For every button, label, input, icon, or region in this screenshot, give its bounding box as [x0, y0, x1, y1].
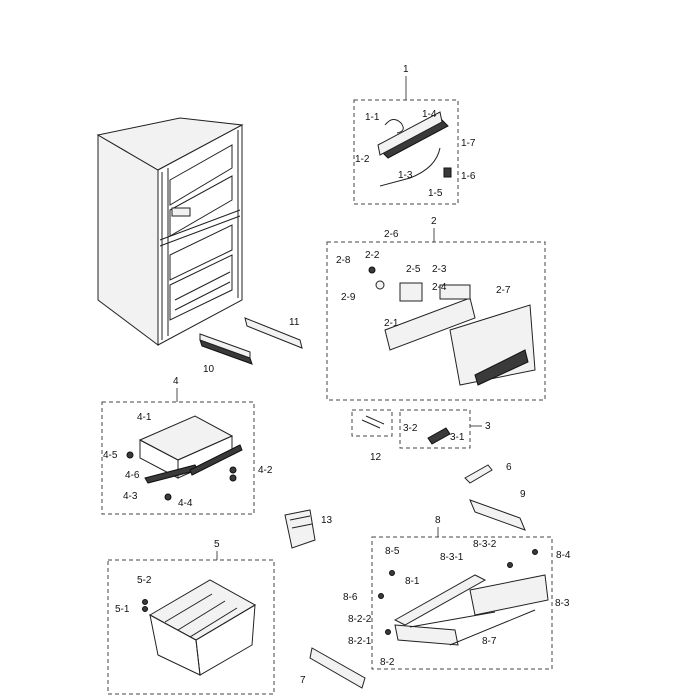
group-5-box — [107, 559, 275, 695]
callout-g7: 7 — [300, 675, 306, 686]
assembly-group-8: 8 8-3-2 8-3-1 8-4 8-5 8-1 8-6 8-3 8-2-2 … — [343, 515, 571, 670]
callout-p8-7: 8-7 — [482, 636, 497, 647]
callout-p4-2: 4-2 — [258, 465, 273, 476]
callout-p8-1: 8-1 — [405, 576, 420, 587]
assembly-group-3: 3-2 3-1 3 — [399, 409, 491, 449]
group-2-box — [326, 241, 546, 401]
callout-p2-8: 2-8 — [336, 255, 351, 266]
part-7: 7 — [300, 647, 366, 689]
callout-p8-2: 8-2 — [380, 657, 395, 668]
refrigerator-cabinet — [96, 117, 244, 346]
callout-p8-2-2: 8-2-2 — [348, 614, 372, 625]
callout-g13: 13 — [321, 515, 333, 526]
group-1-box — [353, 99, 459, 205]
callout-p4-5: 4-5 — [103, 450, 118, 461]
callout-p4-6: 4-6 — [125, 470, 140, 481]
callout-p1-6: 1-6 — [461, 171, 476, 182]
callout-p8-4: 8-4 — [556, 550, 571, 561]
callout-p8-3: 8-3 — [555, 598, 570, 609]
callout-p1-2: 1-2 — [355, 154, 370, 165]
callout-p8-3-2: 8-3-2 — [473, 539, 497, 550]
callout-g10: 10 — [203, 364, 215, 375]
group-8-box — [371, 536, 553, 670]
callout-p2-1: 2-1 — [384, 318, 399, 329]
callout-p4-1: 4-1 — [137, 412, 152, 423]
callout-p5-2: 5-2 — [137, 575, 152, 586]
callout-p4-3: 4-3 — [123, 491, 138, 502]
callout-g4: 4 — [173, 376, 179, 387]
assembly-group-5: 5 5-2 5-1 — [107, 539, 275, 695]
callout-p2-5: 2-5 — [406, 264, 421, 275]
part-12: 12 — [351, 409, 393, 463]
callout-p2-2: 2-2 — [365, 250, 380, 261]
callout-g12: 12 — [370, 452, 382, 463]
callout-p1-4: 1-4 — [422, 109, 437, 120]
callout-p2-3: 2-3 — [432, 264, 447, 275]
callout-p2-4: 2-4 — [432, 282, 447, 293]
callout-p5-1: 5-1 — [115, 604, 130, 615]
callout-p8-2-1: 8-2-1 — [348, 636, 372, 647]
callout-g8: 8 — [435, 515, 441, 526]
callout-g11: 11 — [289, 317, 300, 328]
callout-p2-6: 2-6 — [384, 229, 399, 240]
callout-p3-2: 3-2 — [403, 423, 418, 434]
parts-6-9: 6 9 — [464, 462, 526, 531]
callout-g5: 5 — [214, 539, 220, 550]
parts-10-11: 11 10 — [199, 317, 303, 375]
assembly-group-2: 2 2-6 2-2 2-8 2-5 2-3 2-4 2-9 2-7 2-1 — [326, 216, 546, 401]
callout-p8-5: 8-5 — [385, 546, 400, 557]
callout-p8-6: 8-6 — [343, 592, 358, 603]
callout-p1-3: 1-3 — [398, 170, 413, 181]
callout-g2: 2 — [431, 216, 437, 227]
callout-p1-7: 1-7 — [461, 138, 476, 149]
group-3-box — [399, 409, 471, 449]
callout-g9: 9 — [520, 489, 526, 500]
callout-p3-1: 3-1 — [450, 432, 465, 443]
assembly-group-1: 1 1-1 1-4 1-2 1-3 1-7 1-6 1-5 — [353, 64, 476, 205]
callout-p2-9: 2-9 — [341, 292, 356, 303]
callout-p8-3-1: 8-3-1 — [440, 552, 464, 563]
callout-p1-5: 1-5 — [428, 188, 443, 199]
callout-g6: 6 — [506, 462, 512, 473]
part-13: 13 — [284, 509, 333, 549]
callout-1: 1 — [403, 64, 409, 75]
callout-p4-4: 4-4 — [178, 498, 193, 509]
callout-g3: 3 — [485, 421, 491, 432]
callout-p2-7: 2-7 — [496, 285, 511, 296]
assembly-group-4: 4 4-1 4-5 4-6 4-2 4-3 4-4 — [101, 376, 273, 515]
group-4-box — [101, 401, 255, 515]
callout-p1-1: 1-1 — [365, 112, 380, 123]
